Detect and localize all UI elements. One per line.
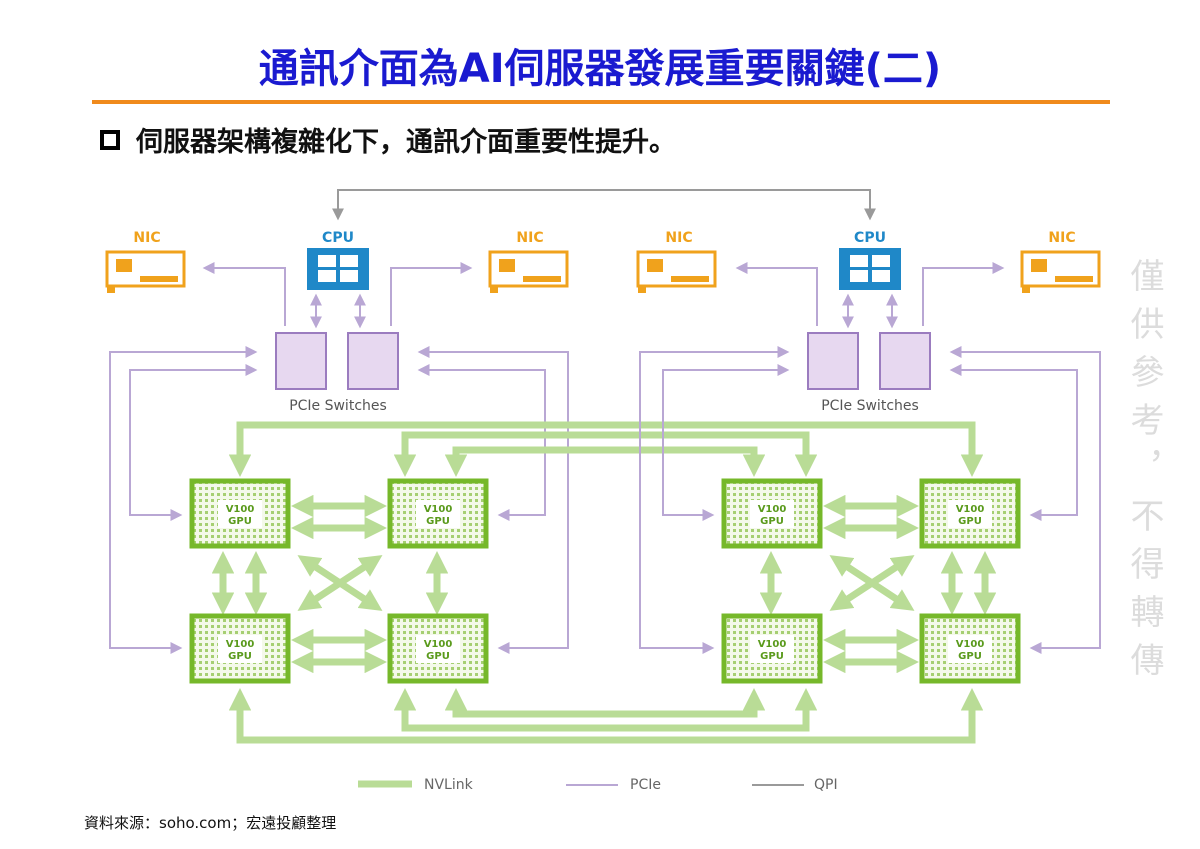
source-note: 資料來源：soho.com；宏遠投顧整理 [84,814,337,832]
pcie-switches-label: PCIe Switches [289,398,387,414]
pcie-switch-icon [275,332,399,390]
nic-card-icon [636,250,717,293]
gpu-line1: V100 [758,504,787,515]
qpi-link [332,189,876,221]
gpu-line1: V100 [424,639,453,650]
gpu-chip-icon [387,478,489,549]
gpu-line1: V100 [758,639,787,650]
gpu-line2: GPU [228,651,252,662]
cpu-label: CPU [854,230,886,246]
gpu-chip-icon [189,613,291,684]
nic-card-icon [1020,250,1101,293]
gpu-line2: GPU [958,516,982,527]
left-node: NIC NIC CPU PCIe Switches [105,230,984,744]
gpu-line2: GPU [760,651,784,662]
bullet-row: 伺服器架構複雜化下，通訊介面重要性提升。 [100,120,676,159]
pcie-switches-label: PCIe Switches [821,398,919,414]
cpu-icon [839,248,901,290]
right-node: NIC NIC CPU PCIe Switches [636,230,1101,684]
legend-qpi-label: QPI [814,777,838,793]
bullet-square-icon [100,129,120,150]
gpu-line2: GPU [228,516,252,527]
gpu-line2: GPU [426,516,450,527]
gpu-chip-icon [721,613,823,684]
gpu-chip-icon [189,478,291,549]
nic-card-icon [488,250,569,293]
gpu-chip-icon [919,613,1021,684]
gpu-line1: V100 [424,504,453,515]
legend-nvlink-label: NVLink [424,777,474,793]
gpu-line1: V100 [226,639,255,650]
gpu-chip-icon [721,478,823,549]
gpu-line2: GPU [760,516,784,527]
gpu-line2: GPU [958,651,982,662]
gpu-line1: V100 [956,639,985,650]
pcie-switch-icon [807,332,931,390]
cpu-label: CPU [322,230,354,246]
slide-title: 通訊介面為AI伺服器發展重要關鍵(二) [258,46,942,92]
gpu-line2: GPU [426,651,450,662]
bullet-text: 伺服器架構複雜化下，通訊介面重要性提升。 [136,127,676,158]
gpu-chip-icon [387,613,489,684]
gpu-line1: V100 [956,504,985,515]
nic-card-icon [105,250,186,293]
legend: NVLink PCIe QPI [358,777,838,793]
gpu-line1: V100 [226,504,255,515]
watermark-text: 僅供參考，不得轉傳 [1124,258,1164,690]
nic-label: NIC [516,230,543,246]
gpu-chip-icon [919,478,1021,549]
legend-pcie-label: PCIe [630,777,661,793]
nic-label: NIC [1048,230,1075,246]
nic-label: NIC [665,230,692,246]
nic-label: NIC [133,230,160,246]
cpu-icon [307,248,369,290]
title-underline [92,100,1110,104]
